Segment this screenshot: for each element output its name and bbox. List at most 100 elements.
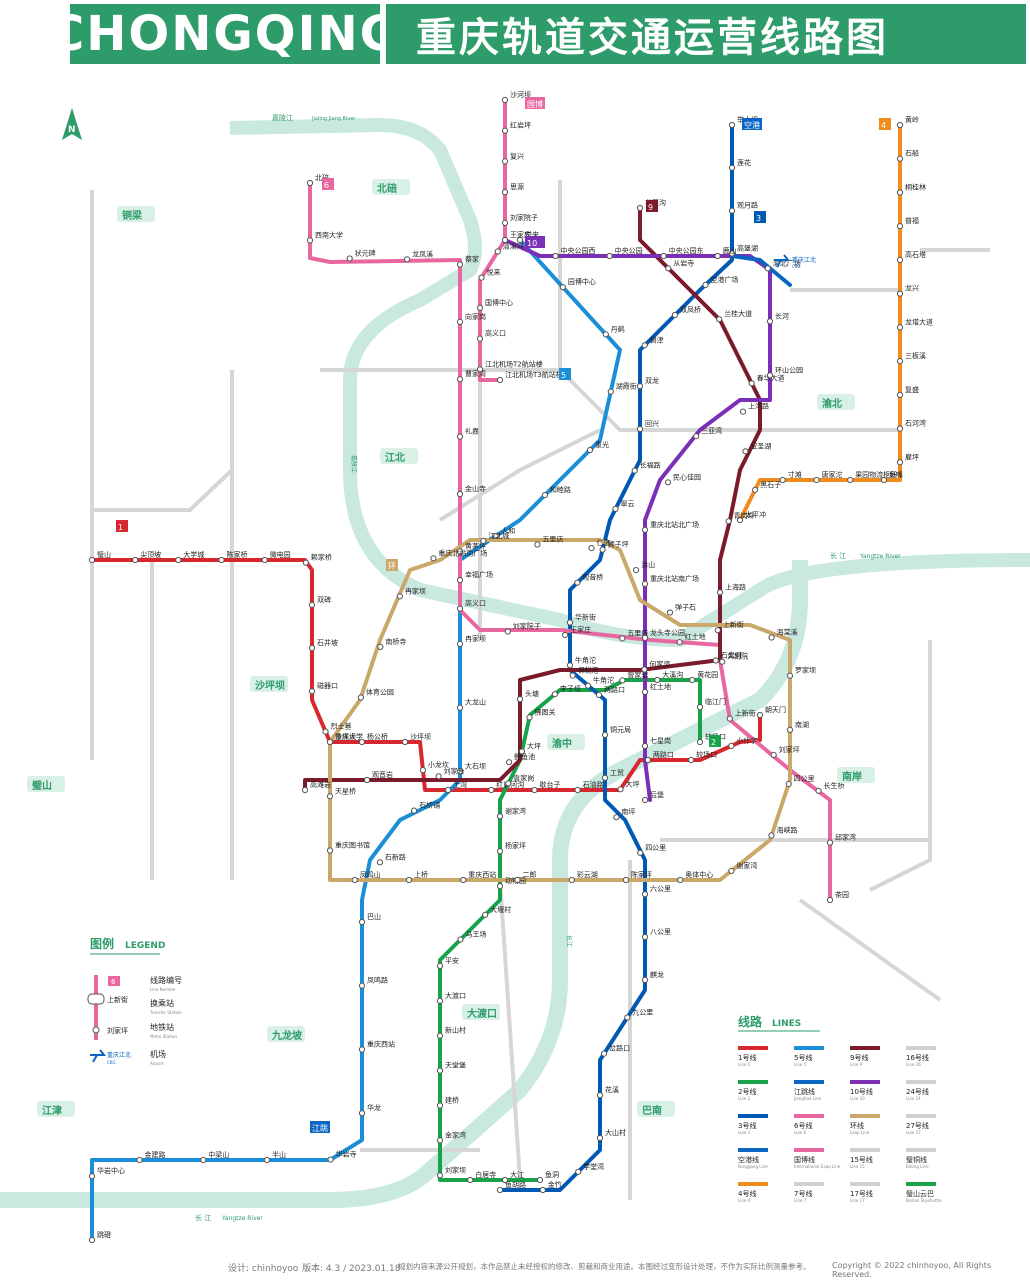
station[interactable]: 悦来 <box>516 230 539 244</box>
station-dot[interactable] <box>896 324 904 331</box>
station-dot[interactable] <box>644 756 652 764</box>
station[interactable]: 四公里 <box>637 844 667 856</box>
station-dot[interactable] <box>637 849 644 856</box>
station[interactable]: 微电园 <box>261 550 291 564</box>
station-dot[interactable] <box>436 1032 444 1039</box>
station[interactable]: 石油路 <box>574 780 604 794</box>
station-dot[interactable] <box>602 331 609 338</box>
station-dot[interactable] <box>460 876 467 884</box>
station[interactable]: 上新街 <box>714 620 744 634</box>
station[interactable]: 大龙山 <box>456 698 486 711</box>
station-dot[interactable] <box>813 476 820 484</box>
station[interactable]: 磁器口 <box>308 681 338 695</box>
station-dot[interactable] <box>514 876 521 884</box>
station[interactable]: 奥体中心 <box>677 870 714 884</box>
station[interactable]: 红岩坪 <box>501 121 531 134</box>
station-dot[interactable] <box>677 876 684 884</box>
station-dot[interactable] <box>308 688 316 695</box>
station-dot[interactable] <box>612 505 619 512</box>
station[interactable]: 渝北广场 <box>764 258 801 272</box>
station-dot[interactable] <box>496 376 504 384</box>
station[interactable]: 天堂堡 <box>436 1061 466 1074</box>
station[interactable]: 普福 <box>896 216 919 230</box>
station-dot[interactable] <box>501 219 509 226</box>
station[interactable]: 学堂湾 <box>575 1162 605 1175</box>
station[interactable]: 清溪河 <box>494 242 524 255</box>
station[interactable]: 大溪沟 <box>654 670 684 684</box>
station[interactable]: 回兴 <box>636 419 659 433</box>
station[interactable]: 鲤鱼池 <box>506 752 536 766</box>
station-dot[interactable] <box>436 962 444 970</box>
station-dot[interactable] <box>505 780 512 787</box>
station[interactable]: 朝天门 <box>756 705 786 719</box>
station[interactable]: 南湖 <box>786 720 809 734</box>
station[interactable]: 邱家湾 <box>826 833 856 846</box>
station[interactable]: 马王场 <box>457 930 487 943</box>
station-dot[interactable] <box>714 627 721 634</box>
station-dot[interactable] <box>308 601 316 609</box>
station-dot[interactable] <box>739 408 747 415</box>
station[interactable]: 刘家院子 <box>501 213 538 226</box>
station-dot[interactable] <box>401 738 409 746</box>
station-dot[interactable] <box>641 634 649 642</box>
station[interactable]: 双凤桥 <box>671 305 701 319</box>
station-dot[interactable] <box>456 605 464 612</box>
station[interactable]: 狮子坪 <box>599 541 629 553</box>
station-dot[interactable] <box>601 1050 608 1057</box>
station-dot[interactable] <box>456 318 464 325</box>
station-dot[interactable] <box>326 793 334 800</box>
station[interactable]: 桐桂林 <box>896 183 926 196</box>
station[interactable]: 巴山 <box>358 912 381 926</box>
station-dot[interactable] <box>641 742 649 750</box>
station[interactable]: 中梁山 <box>200 1150 230 1164</box>
station-dot[interactable] <box>456 704 464 711</box>
station[interactable]: 临江门 <box>696 697 726 711</box>
station[interactable]: 兰桂大道 <box>716 309 753 323</box>
station-dot[interactable] <box>736 516 744 524</box>
station[interactable]: 上桥 <box>405 870 428 884</box>
station-dot[interactable] <box>552 252 559 260</box>
station[interactable]: 太平冲 <box>736 510 766 524</box>
station-dot[interactable] <box>326 738 334 746</box>
station-dot[interactable] <box>506 759 513 766</box>
station-dot[interactable] <box>896 391 904 398</box>
station-dot[interactable] <box>566 619 574 626</box>
station[interactable]: 丹鹤 <box>602 324 625 338</box>
station-dot[interactable] <box>847 476 854 484</box>
station-dot[interactable] <box>696 704 704 711</box>
station[interactable]: 大剧院 <box>719 652 749 665</box>
station-dot[interactable] <box>568 876 575 884</box>
station-dot[interactable] <box>641 580 649 588</box>
station-dot[interactable] <box>302 559 309 566</box>
station[interactable]: 刘家台 <box>435 766 465 780</box>
station-dot[interactable] <box>501 127 509 134</box>
station-dot[interactable] <box>456 640 464 648</box>
station[interactable]: 彩云湖 <box>568 870 598 884</box>
station-dot[interactable] <box>613 814 620 821</box>
station-dot[interactable] <box>728 121 736 129</box>
station[interactable]: 杨家坪 <box>496 841 526 855</box>
station-dot[interactable] <box>569 672 576 679</box>
station-dot[interactable] <box>768 634 775 641</box>
station-dot[interactable] <box>786 672 794 679</box>
station-dot[interactable] <box>478 274 485 281</box>
station[interactable]: 果园物流枢纽 <box>847 470 898 484</box>
station-dot[interactable] <box>896 256 904 263</box>
station-dot[interactable] <box>88 1173 96 1180</box>
station[interactable]: 悦来 <box>478 268 501 281</box>
station-dot[interactable] <box>633 567 640 574</box>
station[interactable]: 冉家坝 <box>456 634 486 648</box>
station[interactable]: 刘家坪 <box>770 745 800 759</box>
station-dot[interactable] <box>785 780 792 788</box>
station[interactable]: 小什字 <box>728 736 758 750</box>
station-dot[interactable] <box>456 261 464 268</box>
station[interactable]: 春华大道 <box>748 373 785 387</box>
station-dot[interactable] <box>327 1156 334 1163</box>
station[interactable]: 小龙坎 <box>419 760 449 774</box>
station[interactable]: 民心佳园 <box>664 472 701 486</box>
station[interactable]: 七星岗 <box>641 736 671 750</box>
station[interactable]: 海峡路 <box>768 826 798 839</box>
station-dot[interactable] <box>766 318 774 325</box>
station[interactable]: 王家庄 <box>501 230 531 244</box>
station-dot[interactable] <box>456 376 464 383</box>
